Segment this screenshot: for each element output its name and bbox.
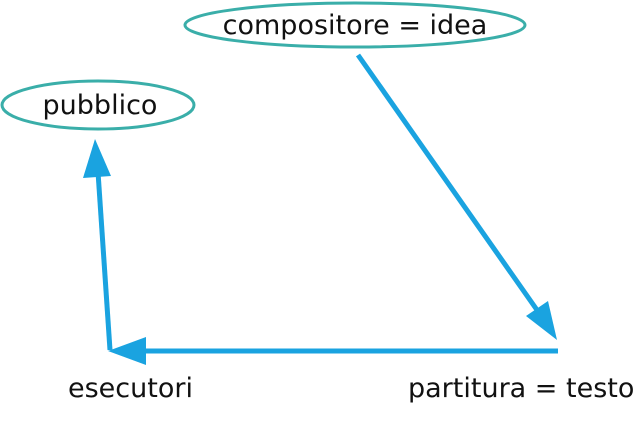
- arrow-composer-to-score-line: [355, 53, 540, 312]
- arrow-performers-to-audience-head: [83, 139, 111, 178]
- audience-node-label: pubblico: [43, 90, 158, 121]
- audience-node-ellipse: [0, 79, 196, 131]
- composer-node-label: compositore = idea: [223, 10, 488, 41]
- arrow-score-to-performers-head: [108, 337, 146, 365]
- arrow-composer-to-score-head: [526, 301, 557, 340]
- score-label: partitura = testo: [408, 373, 634, 404]
- composer-node-ellipse: [183, 1, 527, 49]
- arrow-performers-to-audience-line: [95, 171, 113, 351]
- performers-label: esecutori: [68, 373, 193, 404]
